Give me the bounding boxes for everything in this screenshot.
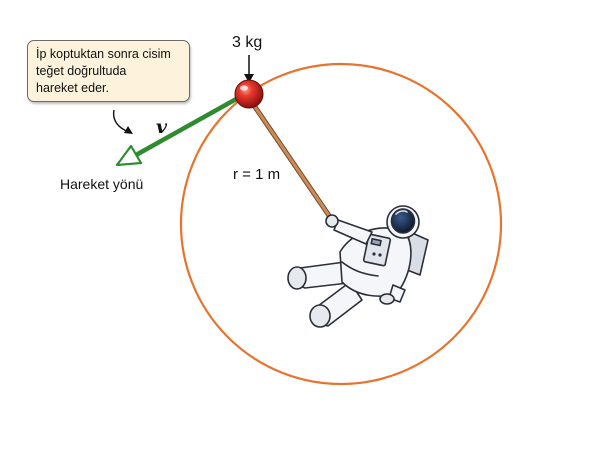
callout-line-3: hareket eder. xyxy=(36,81,109,95)
mass-label: 3 kg xyxy=(232,34,263,51)
ball xyxy=(234,79,264,109)
velocity-label: v xyxy=(156,116,168,138)
orbit-circle xyxy=(179,62,503,386)
info-callout: İp koptuktan sonra cisim teğet doğrultud… xyxy=(27,40,190,102)
direction-label: Hareket yönü xyxy=(60,176,144,192)
radius-label: r = 1 m xyxy=(233,166,281,183)
astronaut-icon xyxy=(287,205,429,328)
callout-line-2: teğet doğrultuda xyxy=(36,64,127,78)
callout-line-1: İp koptuktan sonra cisim xyxy=(36,47,171,61)
pointer-arrow xyxy=(112,109,133,134)
velocity-arrow xyxy=(115,95,241,167)
mass-arrow xyxy=(244,55,254,83)
